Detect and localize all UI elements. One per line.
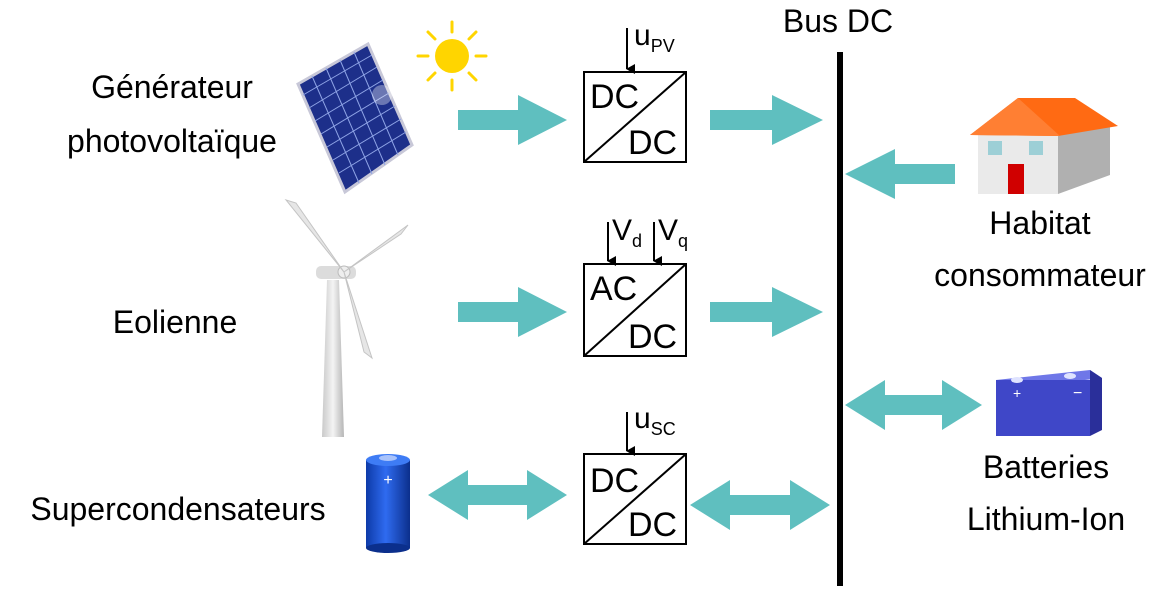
sun-icon bbox=[416, 20, 488, 92]
converter-supercap: DC DC bbox=[583, 453, 687, 545]
arrow-pv-in bbox=[458, 95, 567, 145]
supercap-label: Supercondensateurs bbox=[30, 491, 325, 527]
battery-label-line1: Batteries bbox=[983, 449, 1109, 485]
flow-arrows bbox=[428, 95, 982, 530]
battery-label-line2: Lithium-Ion bbox=[967, 501, 1125, 537]
arrow-supercap-in bbox=[428, 470, 567, 520]
converter-supercap-bottom: DC bbox=[628, 506, 677, 544]
converter-pv: DC DC bbox=[583, 71, 687, 163]
house-label-line2: consommateur bbox=[934, 257, 1146, 293]
arrow-pv-out bbox=[710, 95, 823, 145]
pv-control-label: uPV bbox=[634, 19, 675, 56]
pv-label-line1: Générateur bbox=[91, 69, 253, 105]
pv-label-line2: photovoltaïque bbox=[67, 123, 277, 159]
arrow-battery bbox=[845, 380, 982, 430]
arrow-wind-in bbox=[458, 287, 567, 337]
bus-label: Bus DC bbox=[783, 3, 893, 39]
arrow-supercap-out bbox=[690, 480, 830, 530]
battery-plus: + bbox=[1013, 385, 1021, 401]
vd-control-label: Vd bbox=[612, 214, 642, 251]
supercap-plus-sign: + bbox=[383, 472, 392, 489]
house-label-line1: Habitat bbox=[989, 205, 1091, 241]
converter-supercap-top: DC bbox=[590, 462, 639, 500]
arrow-wind-out bbox=[710, 287, 823, 337]
supercapacitor-icon: + bbox=[366, 454, 410, 553]
sc-control-label: uSC bbox=[634, 402, 676, 439]
converter-wind-bottom: DC bbox=[628, 318, 677, 356]
vq-control-label: Vq bbox=[658, 214, 688, 251]
battery-icon: + − bbox=[996, 370, 1102, 436]
wind-turbine-icon bbox=[284, 199, 409, 437]
converter-pv-top: DC bbox=[590, 78, 639, 116]
battery-minus: − bbox=[1073, 385, 1082, 402]
arrow-house bbox=[845, 149, 955, 199]
converter-wind: AC DC bbox=[583, 263, 687, 357]
wind-label: Eolienne bbox=[113, 304, 238, 340]
solar-panel-icon bbox=[296, 41, 414, 195]
converter-wind-top: AC bbox=[590, 270, 637, 308]
house-icon bbox=[970, 98, 1118, 194]
converter-pv-bottom: DC bbox=[628, 124, 677, 162]
